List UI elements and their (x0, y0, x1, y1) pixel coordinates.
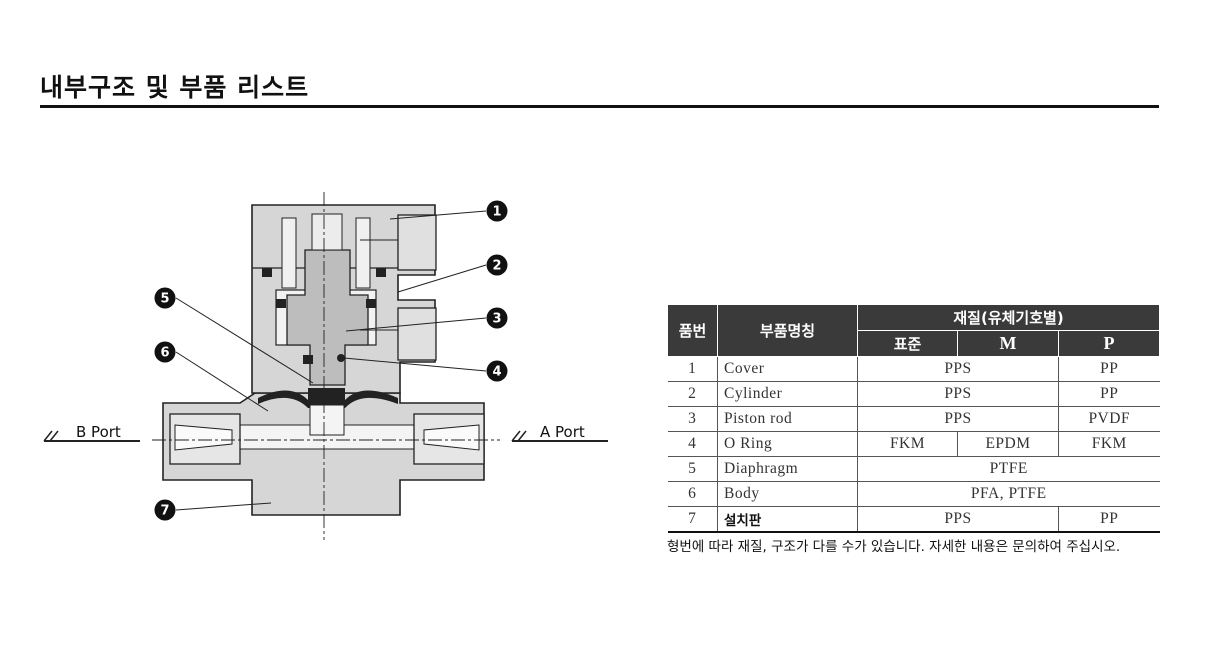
header-m: M (957, 330, 1059, 357)
callout-6: 6 (154, 341, 176, 363)
cell-name: 설치판 (717, 506, 858, 533)
table-row: 4 O Ring FKM EPDM FKM (667, 431, 1160, 457)
cell-material-p: PP (1057, 356, 1160, 382)
b-port-label: B Port (76, 423, 121, 441)
cell-no: 5 (667, 456, 718, 482)
callout-3: 3 (486, 307, 508, 329)
header-standard: 표준 (857, 330, 958, 357)
table-row: 7 설치판 PPS PP (667, 506, 1160, 533)
title-divider (40, 105, 1159, 108)
cell-material-p: PVDF (1057, 406, 1160, 432)
cell-no: 1 (667, 356, 718, 382)
cell-no: 6 (667, 481, 718, 507)
cell-no: 3 (667, 406, 718, 432)
svg-text:6: 6 (160, 346, 169, 361)
header-p: P (1057, 330, 1161, 357)
cell-material-std-m: PPS (857, 356, 1059, 382)
cell-material-std: FKM (857, 431, 958, 457)
header-part-name: 부품명칭 (717, 304, 858, 357)
svg-text:2: 2 (492, 259, 501, 274)
table-row: 1 Cover PPS PP (667, 356, 1160, 382)
parts-list-table: 품번 부품명칭 재질(유체기호별) 표준 M P 1 Cover PPS PP … (667, 304, 1161, 533)
cell-name: Piston rod (717, 406, 858, 432)
svg-text:5: 5 (160, 292, 169, 307)
page-title: 내부구조 및 부품 리스트 (40, 73, 310, 102)
diaphragm (258, 390, 398, 408)
cell-name: Cylinder (717, 381, 858, 407)
callout-7: 7 (154, 499, 176, 521)
callout-1: 1 (486, 200, 508, 222)
cell-material-p: PP (1057, 381, 1160, 407)
table-row: 6 Body PFA, PTFE (667, 481, 1160, 507)
callout-5: 5 (154, 287, 176, 309)
cell-no: 7 (667, 506, 718, 533)
cell-no: 2 (667, 381, 718, 407)
svg-text:4: 4 (492, 365, 501, 380)
cell-name: Diaphragm (717, 456, 858, 482)
table-row: 5 Diaphragm PTFE (667, 456, 1160, 482)
table-row: 2 Cylinder PPS PP (667, 381, 1160, 407)
cell-material-m: EPDM (957, 431, 1059, 457)
piston-rod (286, 249, 369, 386)
valve-cross-section-diagram: B Port A Port 1 2 3 4 5 6 7 (43, 192, 608, 540)
cell-material-std-m: PPS (857, 381, 1059, 407)
cell-material-p: PP (1057, 506, 1160, 533)
cell-material-std-m: PPS (857, 506, 1059, 533)
svg-text:3: 3 (492, 312, 501, 327)
svg-text:7: 7 (160, 504, 169, 519)
cell-no: 4 (667, 431, 718, 457)
svg-text:1: 1 (492, 205, 501, 220)
cell-name: Cover (717, 356, 858, 382)
cell-material-all: PFA, PTFE (856, 481, 1160, 507)
a-port-label: A Port (540, 423, 585, 441)
cell-name: Body (717, 481, 858, 507)
cell-name: O Ring (717, 431, 858, 457)
table-row: 3 Piston rod PPS PVDF (667, 406, 1160, 432)
cell-material-std-m: PPS (857, 406, 1059, 432)
callout-2: 2 (486, 254, 508, 276)
cell-material-all: PTFE (856, 456, 1160, 482)
callout-4: 4 (486, 360, 508, 382)
header-part-no: 품번 (667, 304, 718, 357)
material-note: 형번에 따라 재질, 구조가 다를 수가 있습니다. 자세한 내용은 문의하여 … (667, 539, 1121, 555)
cell-material-p: FKM (1057, 431, 1160, 457)
header-material: 재질(유체기호별) (856, 304, 1161, 331)
